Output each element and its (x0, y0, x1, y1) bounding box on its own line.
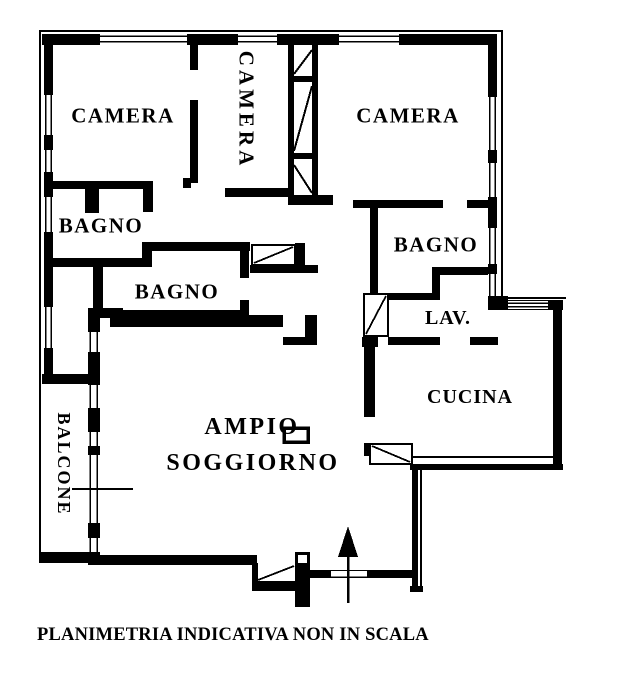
room-label-bagno-right: BAGNO (393, 232, 479, 257)
room-label-camera-middle: CAMERA (234, 50, 259, 170)
vestibule-notch (298, 555, 307, 563)
room-label-bagno-left: BAGNO (58, 213, 144, 238)
room-label-soggiorno-line1: AMPIO (204, 414, 300, 440)
plan-caption: PLANIMETRIA INDICATIVA NON IN SCALA (37, 625, 429, 645)
section-line (72, 488, 133, 490)
window-kitchen-top (508, 301, 548, 309)
windows-right-wall (487, 97, 498, 296)
room-label-camera-left: CAMERA (71, 103, 175, 128)
room-label-balcone: BALCONE (54, 412, 74, 516)
radiator-symbol (282, 426, 310, 444)
room-label-cucina: CUCINA (427, 386, 513, 408)
room-label-soggiorno-line2: SOGGIORNO (166, 450, 340, 476)
window-top-camera-right (339, 33, 399, 46)
wardrobe-column (288, 45, 318, 195)
door-lavanderia (363, 293, 389, 337)
window-kitchen-bottom (413, 456, 553, 458)
door-swings (251, 244, 413, 581)
room-label-lavanderia: LAV. (424, 307, 472, 329)
room-label-bagno-middle: BAGNO (134, 279, 220, 304)
entrance-arrow (338, 526, 358, 603)
door-cucina (369, 443, 413, 465)
door-entrance (257, 565, 295, 581)
window-top-camera-middle (238, 33, 277, 46)
interior-walls (44, 45, 498, 607)
door-hallway (251, 244, 296, 266)
balcony-outline (39, 378, 41, 563)
room-label-camera-right: CAMERA (356, 103, 460, 128)
windows (43, 33, 553, 577)
window-top-camera-left (100, 33, 187, 46)
exterior-contour-lines (39, 30, 566, 378)
windows-left-wall (43, 95, 54, 348)
